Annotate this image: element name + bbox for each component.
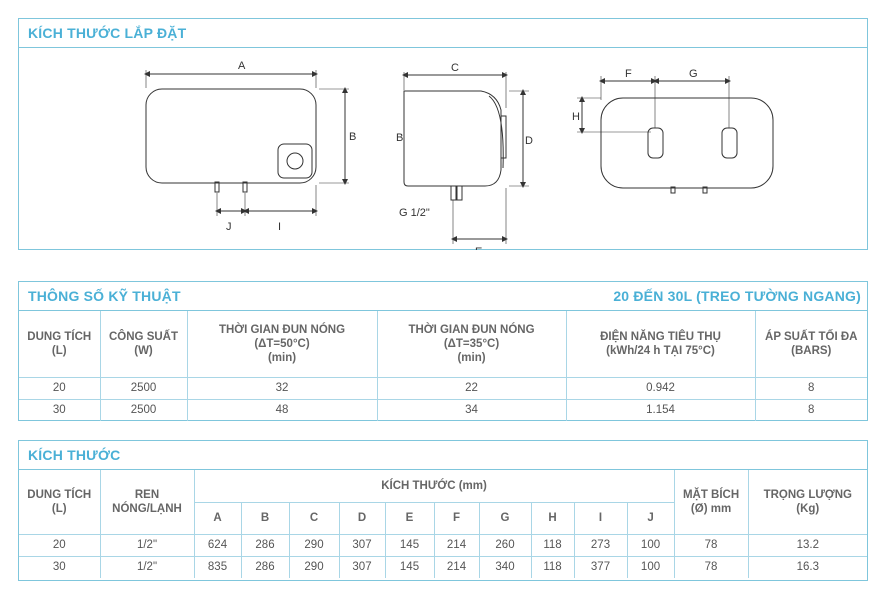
label-h: H — [572, 111, 580, 123]
specs-header-row: DUNG TÍCH(L) CÔNG SUẤT(W) THỜI GIAN ĐUN … — [19, 311, 867, 378]
table-cell: 30 — [19, 398, 101, 421]
specs-section: THÔNG SỐ KỸ THUẬT 20 ĐẾN 30L (TREO TƯỜNG… — [18, 281, 868, 421]
table-cell: 377 — [573, 555, 628, 578]
label-i: I — [278, 221, 281, 233]
dims-letter-b: B — [240, 501, 290, 535]
install-header: KÍCH THƯỚC LẮP ĐẶT — [19, 19, 867, 48]
dims-letter-d: D — [338, 501, 386, 535]
table-cell: 624 — [193, 533, 242, 557]
table-cell: 30 — [19, 555, 101, 578]
specs-header-heat-time-35: THỜI GIAN ĐUN NÓNG(ΔT=35°C)(min) — [376, 311, 567, 378]
table-cell: 100 — [626, 555, 675, 578]
install-title: KÍCH THƯỚC LẮP ĐẶT — [28, 25, 187, 41]
label-e: E — [475, 246, 482, 250]
label-c: C — [451, 62, 459, 74]
table-cell: 307 — [338, 555, 386, 578]
dims-letter-c: C — [288, 501, 340, 535]
table-cell: 2500 — [99, 376, 188, 400]
table-cell: 20 — [19, 533, 101, 557]
table-cell: 32 — [186, 376, 378, 400]
table-cell: 78 — [673, 533, 749, 557]
dims-title: KÍCH THƯỚC — [28, 447, 121, 463]
table-cell: 2500 — [99, 398, 188, 421]
dims-letter-e: E — [384, 501, 435, 535]
specs-header-energy: ĐIỆN NĂNG TIÊU THỤ(kWh/24 h TẠI 75°C) — [565, 311, 756, 378]
table-cell: 286 — [240, 533, 290, 557]
table-cell: 145 — [384, 555, 435, 578]
label-f: F — [625, 68, 632, 80]
dims-header-capacity: DUNG TÍCH(L) — [19, 470, 101, 535]
table-cell: 1/2" — [99, 555, 195, 578]
dims-letter-row: A B C D E F G H I J — [19, 501, 867, 535]
table-cell: 48 — [186, 398, 378, 421]
table-cell: 1.154 — [565, 398, 756, 421]
table-row: 20 2500 32 22 0.942 8 — [19, 376, 867, 400]
install-diagram: A B J I C B D G 1/2" E F G H — [144, 60, 774, 250]
install-section: KÍCH THƯỚC LẮP ĐẶT — [18, 18, 868, 250]
table-cell: 835 — [193, 555, 242, 578]
table-cell: 13.2 — [747, 533, 867, 557]
specs-header: THÔNG SỐ KỸ THUẬT 20 ĐẾN 30L (TREO TƯỜNG… — [19, 282, 867, 311]
table-row: 20 1/2" 624 286 290 307 145 214 260 118 … — [19, 533, 867, 557]
table-row: 30 2500 48 34 1.154 8 — [19, 398, 867, 421]
rear-view-tank — [600, 97, 774, 189]
table-cell: 214 — [433, 555, 480, 578]
dims-letter-g: G — [478, 501, 532, 535]
table-cell: 118 — [530, 533, 575, 557]
table-cell: 340 — [478, 555, 532, 578]
table-cell: 286 — [240, 555, 290, 578]
label-g12: G 1/2" — [399, 207, 430, 219]
table-cell: 100 — [626, 533, 675, 557]
dims-letter-a: A — [194, 501, 242, 535]
specs-subtitle: 20 ĐẾN 30L (TREO TƯỜNG NGANG) — [613, 288, 861, 304]
rear-mount-right — [721, 127, 738, 159]
label-b: B — [349, 131, 356, 143]
table-cell: 78 — [673, 555, 749, 578]
label-a: A — [238, 60, 246, 72]
specs-table: DUNG TÍCH(L) CÔNG SUẤT(W) THỜI GIAN ĐUN … — [19, 311, 867, 421]
table-cell: 273 — [573, 533, 628, 557]
table-cell: 22 — [376, 376, 567, 400]
table-row: 30 1/2" 835 286 290 307 145 214 340 118 … — [19, 555, 867, 578]
dims-header-weight: TRỌNG LƯỢNG(Kg) — [747, 470, 867, 535]
front-view-tank — [145, 88, 317, 184]
table-cell: 290 — [288, 555, 340, 578]
specs-title: THÔNG SỐ KỸ THUẬT — [28, 288, 181, 304]
table-cell: 145 — [384, 533, 435, 557]
table-cell: 214 — [433, 533, 480, 557]
table-cell: 0.942 — [565, 376, 756, 400]
dims-letter-h: H — [530, 501, 575, 535]
table-cell: 16.3 — [747, 555, 867, 578]
table-cell: 290 — [288, 533, 340, 557]
label-b-side: B — [396, 132, 403, 144]
table-cell: 307 — [338, 533, 386, 557]
table-cell: 1/2" — [99, 533, 195, 557]
dims-header-flange: MẶT BÍCH(Ø) mm — [673, 470, 749, 535]
table-cell: 34 — [376, 398, 567, 421]
dims-header: KÍCH THƯỚC — [19, 441, 867, 470]
table-cell: 260 — [478, 533, 532, 557]
table-cell: 8 — [754, 398, 867, 421]
dims-letter-f: F — [433, 501, 480, 535]
rear-mount-left — [647, 127, 664, 159]
specs-header-capacity: DUNG TÍCH(L) — [19, 311, 101, 378]
dims-header-group: KÍCH THƯỚC (mm) — [193, 470, 675, 503]
dims-letter-i: I — [573, 501, 628, 535]
label-g: G — [689, 68, 698, 80]
front-view-control-knob — [277, 143, 313, 179]
dims-letter-j: J — [626, 501, 675, 535]
table-cell: 8 — [754, 376, 867, 400]
specs-header-heat-time-50: THỜI GIAN ĐUN NÓNG(ΔT=50°C)(min) — [186, 311, 378, 378]
specs-header-pressure: ÁP SUẤT TỐI ĐA(BARS) — [754, 311, 867, 378]
side-view-tank — [403, 90, 502, 187]
table-cell: 20 — [19, 376, 101, 400]
label-d: D — [525, 135, 533, 147]
label-j: J — [226, 221, 232, 233]
table-cell: 118 — [530, 555, 575, 578]
specs-header-power: CÔNG SUẤT(W) — [99, 311, 188, 378]
